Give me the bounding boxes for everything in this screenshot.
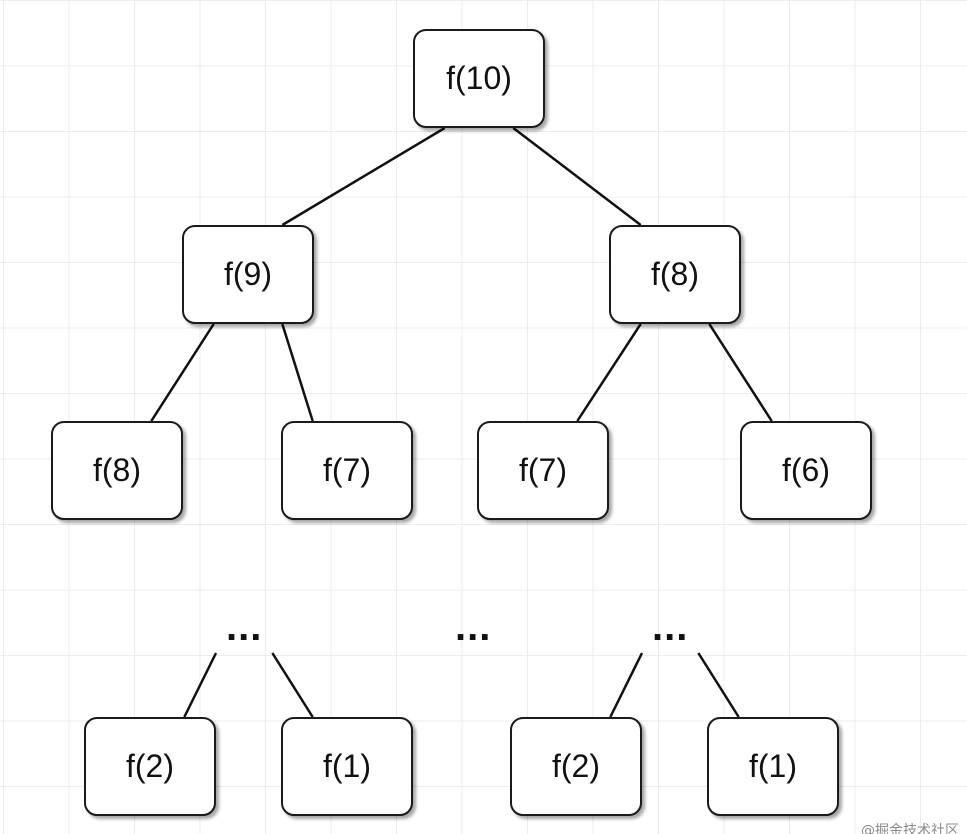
ellipsis: ... (226, 605, 263, 649)
edge-line (708, 323, 773, 422)
edge-line (512, 127, 642, 226)
node-f10: f(10) (413, 29, 545, 128)
node-f1: f(1) (707, 717, 839, 816)
node-f8: f(8) (609, 225, 741, 324)
edge-line (697, 652, 740, 718)
edge-line (271, 652, 314, 718)
node-f7: f(7) (477, 421, 609, 520)
node-f7: f(7) (281, 421, 413, 520)
node-f1: f(1) (281, 717, 413, 816)
ellipsis: ... (455, 605, 492, 649)
edge-line (150, 323, 215, 422)
node-f6: f(6) (740, 421, 872, 520)
edge-line (183, 652, 218, 718)
ellipsis: ... (652, 605, 689, 649)
edge-line (281, 126, 446, 227)
edge-line (609, 652, 644, 718)
watermark: @掘金技术社区 (861, 823, 959, 834)
node-f8: f(8) (51, 421, 183, 520)
node-f2: f(2) (84, 717, 216, 816)
edge-line (576, 323, 642, 422)
node-f9: f(9) (182, 225, 314, 324)
node-f2: f(2) (510, 717, 642, 816)
edge-line (281, 323, 314, 422)
